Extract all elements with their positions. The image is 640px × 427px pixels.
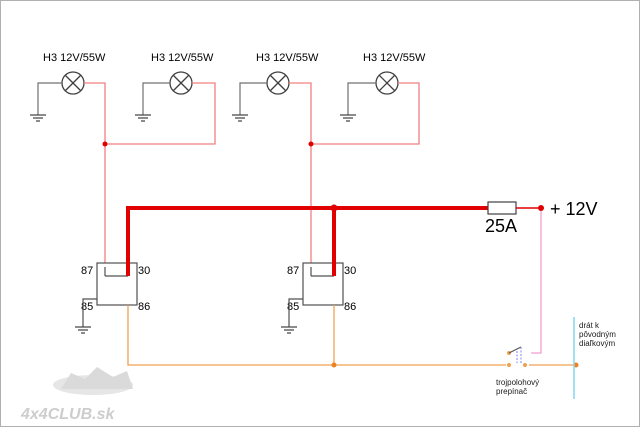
lamp-icon [266, 71, 290, 95]
wire-note-line3: diaľkovým [579, 339, 615, 348]
switch-label-line1: trojpolohový [496, 378, 539, 387]
watermark-text: 4x4CLUB.sk [20, 406, 115, 423]
relay-pin-85: 85 [81, 301, 93, 313]
junction-dot [330, 204, 338, 212]
ground-icon [340, 114, 356, 122]
supply-terminal [538, 205, 544, 211]
ground-icon [75, 326, 91, 334]
lamp-feed-wires [84, 82, 420, 267]
relay-1: 87 30 85 86 [81, 262, 150, 313]
switch-label-line2: prepínač [496, 387, 527, 396]
ground-icon [281, 326, 297, 334]
lamp-ground-leads [37, 82, 376, 115]
wire-note-line2: pôvodným [579, 330, 616, 339]
fuse: 25A [485, 201, 540, 236]
lamp-icon [61, 71, 85, 95]
relay-pin-86: 86 [138, 301, 150, 313]
wire-note-line1: drát k [579, 321, 600, 330]
junction-dot [331, 362, 337, 368]
lamp-icon [169, 71, 193, 95]
lamp-label-3: H3 12V/55W [256, 52, 319, 64]
supply-label: + 12V [550, 199, 598, 219]
relay-2: 87 30 85 86 [287, 262, 356, 313]
control-wire [127, 305, 576, 366]
relay-contacts [82, 267, 334, 327]
lamp-label-1: H3 12V/55W [43, 52, 106, 64]
junction-dot [308, 141, 314, 147]
junction-dot [102, 141, 108, 147]
relay-pin-30: 30 [344, 265, 356, 277]
lamp-label-4: H3 12V/55W [363, 52, 426, 64]
fuse-label: 25A [485, 216, 517, 236]
three-position-switch [507, 346, 527, 367]
ground-icon [30, 114, 46, 122]
relay-pin-85: 85 [287, 301, 299, 313]
relay-pin-87: 87 [287, 265, 299, 277]
lamp-icon [375, 71, 399, 95]
relay-pin-87: 87 [81, 265, 93, 277]
lamp-label-2: H3 12V/55W [151, 52, 214, 64]
watermark-logo: 4x4CLUB.sk [20, 367, 133, 423]
ground-icon [135, 114, 151, 122]
relay-pin-86: 86 [344, 301, 356, 313]
power-bus [126, 206, 488, 276]
ground-icon [232, 114, 248, 122]
relay-pin-30: 30 [138, 265, 150, 277]
switch-feed-wire [531, 211, 542, 354]
